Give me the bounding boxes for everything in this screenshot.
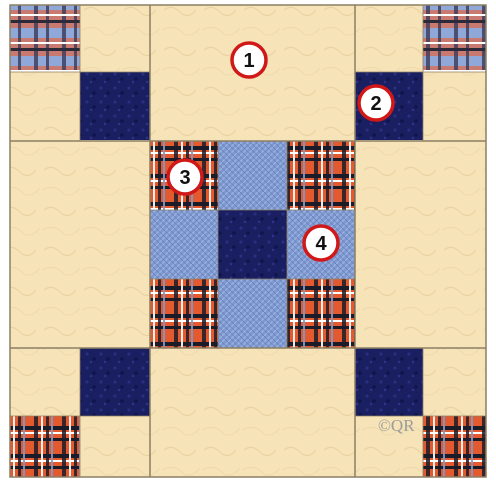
- center-periwinkle-square: [218, 279, 287, 348]
- svg-text:4: 4: [315, 233, 327, 255]
- center-plaid-square: [287, 279, 355, 348]
- svg-text:3: 3: [179, 167, 190, 189]
- corner-navy-square: [355, 348, 423, 416]
- marker-2: 2: [359, 86, 393, 120]
- center-periwinkle-square: [150, 210, 218, 279]
- center-navy-square: [218, 210, 287, 279]
- center-plaid-square: [287, 141, 355, 210]
- corner-plaid-square: [10, 416, 80, 477]
- copyright-watermark: ©QR: [378, 416, 415, 435]
- marker-4: 4: [304, 226, 338, 260]
- center-plaid-square: [150, 279, 218, 348]
- marker-1: 1: [232, 43, 266, 77]
- corner-navy-square: [80, 72, 150, 140]
- svg-text:1: 1: [243, 50, 254, 72]
- marker-3: 3: [168, 160, 202, 194]
- corner-navy-square: [80, 348, 150, 416]
- corner-plaid-square: [10, 5, 80, 72]
- corner-plaid-square: [423, 416, 486, 477]
- center-periwinkle-square: [218, 141, 287, 210]
- svg-text:2: 2: [370, 93, 381, 115]
- corner-plaid-square: [423, 5, 486, 72]
